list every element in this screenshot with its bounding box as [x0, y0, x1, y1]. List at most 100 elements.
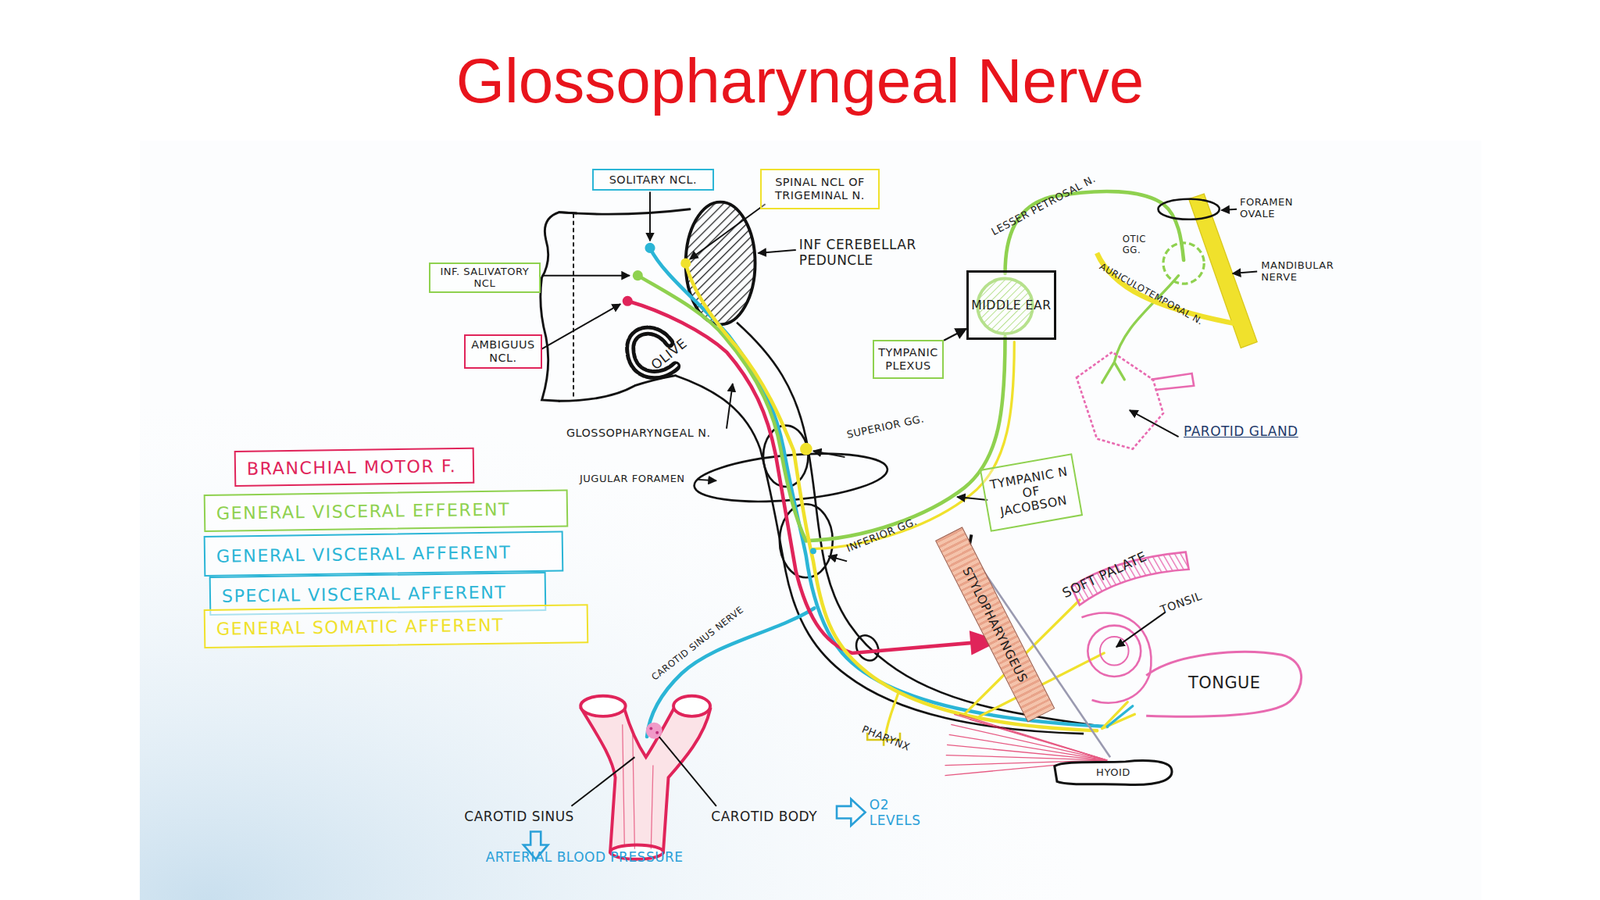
annotation-label: JUGULAR FORAMEN	[579, 472, 686, 485]
nerve-fibres	[806, 336, 1006, 541]
leader-arrows	[1116, 612, 1166, 647]
mandibular-region	[1076, 352, 1164, 450]
legend-swatch-box: BRANCHIAL MOTOR F.	[234, 447, 475, 487]
brainstem	[685, 202, 756, 325]
annotation-label: OTIC GG.	[1122, 234, 1162, 256]
panel-background	[139, 140, 1483, 900]
nerve-fibres	[685, 263, 1097, 731]
brainstem	[540, 212, 577, 402]
carotid-artery	[673, 696, 711, 717]
nerve-sheath	[675, 322, 1105, 734]
mandibular-region	[1163, 242, 1204, 284]
legend-text: GENERAL VISCERAL AFFERENT	[216, 541, 511, 566]
mandibular-region	[1076, 193, 1258, 450]
node-label: SOLITARY NCL.	[609, 173, 697, 187]
annotation-label: PAROTID GLAND	[1183, 424, 1299, 440]
brainstem	[572, 214, 575, 400]
legend-swatch-box: GENERAL VISCERAL EFFERENT	[203, 489, 569, 533]
nucleus-dots	[800, 442, 813, 456]
leader-arrows	[542, 192, 1258, 807]
title-text: Glossopharyngeal Nerve	[0, 46, 1600, 116]
nucleus-dots	[632, 270, 643, 281]
annotation-label: CAROTID BODY	[710, 809, 818, 825]
annotation-label: ARTERIAL BLOOD PRESSURE	[485, 850, 684, 866]
leader-arrows	[659, 736, 717, 807]
leader-arrows	[697, 479, 717, 481]
mandibular-region	[1157, 199, 1219, 220]
annotation-label: MANDIBULAR NERVE	[1260, 259, 1347, 283]
legend-text: GENERAL SOMATIC AFFERENT	[216, 614, 504, 639]
annotation-label: INF CEREBELLAR PEDUNCLE	[799, 237, 937, 268]
brainstem	[559, 209, 690, 215]
nucleus-dots	[622, 242, 817, 554]
tongue-shape: TONGUE	[1142, 646, 1307, 720]
middle-ear-box: MIDDLE EAR	[966, 270, 1057, 340]
nerve-fibres	[1107, 706, 1133, 727]
nerve-fibres	[627, 191, 1184, 737]
annotation-label: O2 LEVELS	[869, 797, 933, 829]
leader-arrows	[813, 450, 845, 458]
annotation-label: CAROTID SINUS	[464, 809, 575, 825]
node-label: HYOID	[1096, 766, 1131, 779]
node-label: MIDDLE EAR	[971, 298, 1051, 313]
leader-arrows	[542, 303, 622, 349]
node-label: TONGUE	[1188, 673, 1261, 693]
annotation-label: GLOSSOPHARYNGEAL N.	[566, 426, 711, 440]
mandibular-region	[1096, 253, 1240, 325]
carotid-artery	[649, 727, 653, 731]
pointer-arrow	[943, 328, 967, 341]
mandibular-region	[1150, 373, 1194, 390]
nerve-fibres	[885, 693, 899, 735]
node-label: TYMPANIC N OF JACOBSON	[985, 464, 1079, 522]
nucleus-dots	[680, 257, 691, 268]
carotid-artery	[580, 696, 625, 717]
legend-text: GENERAL VISCERAL EFFERENT	[216, 499, 511, 524]
node-label: TYMPANIC PLEXUS	[876, 346, 940, 372]
nucleus-dots	[810, 547, 817, 554]
hollow-arrows	[836, 799, 866, 826]
tongue-outline	[1146, 651, 1301, 717]
legend-swatch-box: GENERAL SOMATIC AFFERENT	[203, 603, 590, 648]
styloid-and-muscle	[950, 724, 1108, 761]
styloid-and-muscle	[969, 719, 1108, 761]
oral-structures	[1081, 613, 1151, 704]
plexus-box: TYMPANIC PLEXUS	[872, 339, 944, 379]
leader-arrows	[689, 203, 766, 260]
nucleus-box: SOLITARY NCL.	[592, 168, 715, 192]
panel-background	[139, 140, 1483, 900]
leader-arrows	[649, 192, 651, 242]
node-label: SPINAL NCL OF TRIGEMINAL N.	[764, 175, 876, 202]
carotid-artery	[581, 709, 711, 853]
carotid-artery	[580, 696, 711, 860]
hyoid-outline	[1054, 760, 1172, 786]
legend-text: BRANCHIAL MOTOR F.	[246, 455, 458, 479]
annotation-label: FORAMEN OVALE	[1239, 196, 1306, 220]
leader-arrows	[957, 496, 988, 500]
leader-arrows	[726, 383, 733, 429]
nerve-sheath	[851, 631, 883, 665]
nerve-fibres	[650, 247, 1108, 727]
styloid-and-muscle	[959, 714, 1108, 761]
leader-arrows	[542, 275, 630, 277]
node-label: INF. SALIVATORY NCL	[432, 265, 538, 290]
oral-structures	[1087, 625, 1141, 677]
leader-arrows	[1232, 271, 1258, 274]
hyoid-shape: HYOID	[1050, 757, 1175, 788]
leader-arrows	[571, 757, 635, 807]
leader-arrows	[1221, 209, 1237, 211]
carotid-artery	[655, 731, 659, 735]
leader-arrows	[1129, 410, 1179, 437]
nucleus-box: AMBIGUUS NCL.	[464, 334, 542, 368]
nucleus-dots	[622, 296, 633, 307]
node-label: AMBIGUUS NCL.	[467, 338, 538, 365]
panel-background	[139, 140, 1483, 900]
legend-text: SPECIAL VISCERAL AFFERENT	[221, 581, 508, 606]
nucleus-dots	[644, 242, 655, 254]
brainstem	[540, 202, 756, 402]
nucleus-box: SPINAL NCL OF TRIGEMINAL N.	[760, 168, 880, 210]
nucleus-box: INF. SALIVATORY NCL	[428, 262, 542, 293]
carotid-artery	[622, 724, 654, 849]
legend-swatch-box: GENERAL VISCERAL AFFERENT	[203, 530, 564, 577]
leader-arrows	[757, 250, 796, 254]
